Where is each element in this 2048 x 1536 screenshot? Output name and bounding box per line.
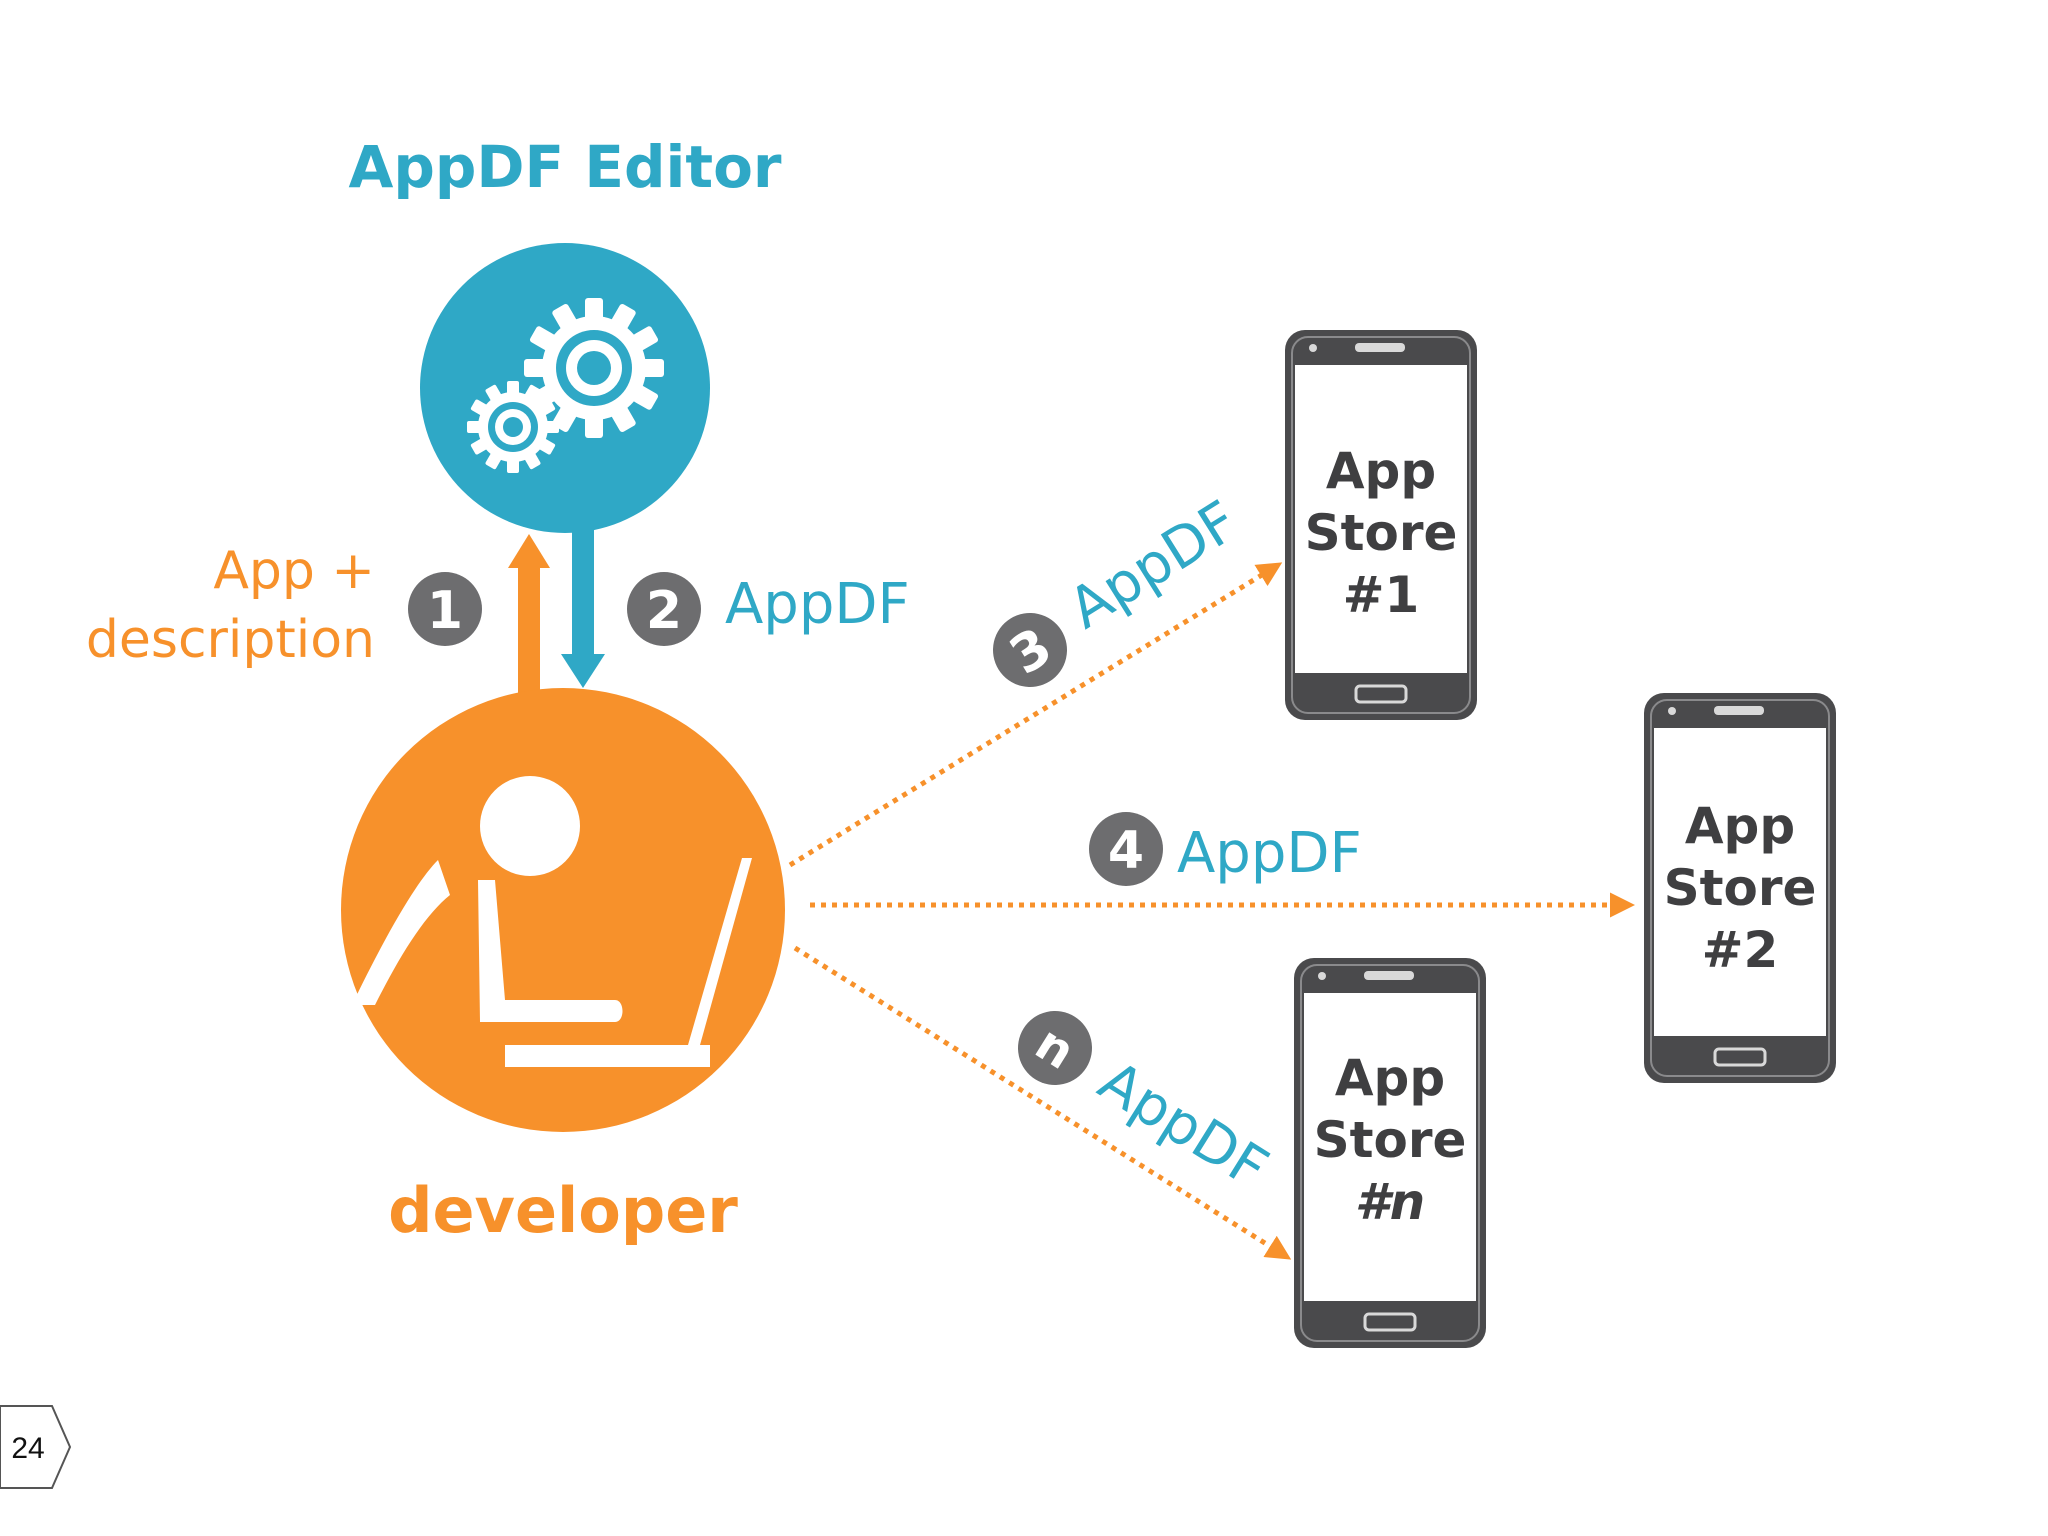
app-store-1-line3: #1: [1343, 566, 1420, 624]
app-store-2-line3: #2: [1702, 921, 1779, 979]
step-badge-2: 2: [627, 572, 701, 646]
app-store-2-line1: App: [1685, 797, 1795, 855]
editor-node: [420, 243, 710, 533]
step-badge-1: 1: [408, 572, 482, 646]
developer-label: developer: [388, 1174, 738, 1247]
step-3-label: AppDF: [1058, 489, 1249, 642]
download-arrow: [561, 528, 605, 688]
gears-icon: [467, 298, 664, 473]
arrow-to-store-1: [788, 562, 1283, 868]
arrow-to-store-n: [793, 945, 1292, 1260]
step-4-label: AppDF: [1177, 821, 1362, 886]
step-n-label: AppDF: [1088, 1049, 1279, 1202]
app-store-n-line1: App: [1335, 1049, 1445, 1107]
page-number-tab: 24: [0, 1405, 72, 1489]
page-number: 24: [11, 1432, 44, 1465]
step-badge-4: 4: [1089, 812, 1163, 886]
app-store-n-line3: #n: [1355, 1173, 1425, 1231]
app-store-n-phone: App Store #n: [1294, 958, 1486, 1348]
input-label-line2: description: [86, 610, 375, 670]
app-store-2-line2: Store: [1664, 859, 1817, 917]
developer-circle: [341, 688, 785, 1132]
editor-title: AppDF Editor: [348, 133, 781, 201]
step-badge-3: 3: [993, 613, 1067, 687]
step-2-label: AppDF: [725, 572, 910, 637]
step-badge-2-number: 2: [646, 581, 682, 641]
input-label-line1: App +: [213, 541, 375, 601]
step-badge-1-number: 1: [427, 581, 463, 641]
developer-at-laptop-icon: [352, 776, 752, 1067]
app-store-n-line2: Store: [1314, 1111, 1467, 1169]
developer-node: [341, 688, 785, 1132]
step-badge-n: n: [1018, 1011, 1092, 1085]
upload-arrow: [508, 534, 550, 700]
app-store-1-phone: App Store #1: [1285, 330, 1477, 720]
app-store-1-line2: Store: [1305, 504, 1458, 562]
app-store-2-phone: App Store #2: [1644, 693, 1836, 1083]
step-badge-4-number: 4: [1108, 821, 1144, 881]
app-store-1-line1: App: [1326, 442, 1436, 500]
